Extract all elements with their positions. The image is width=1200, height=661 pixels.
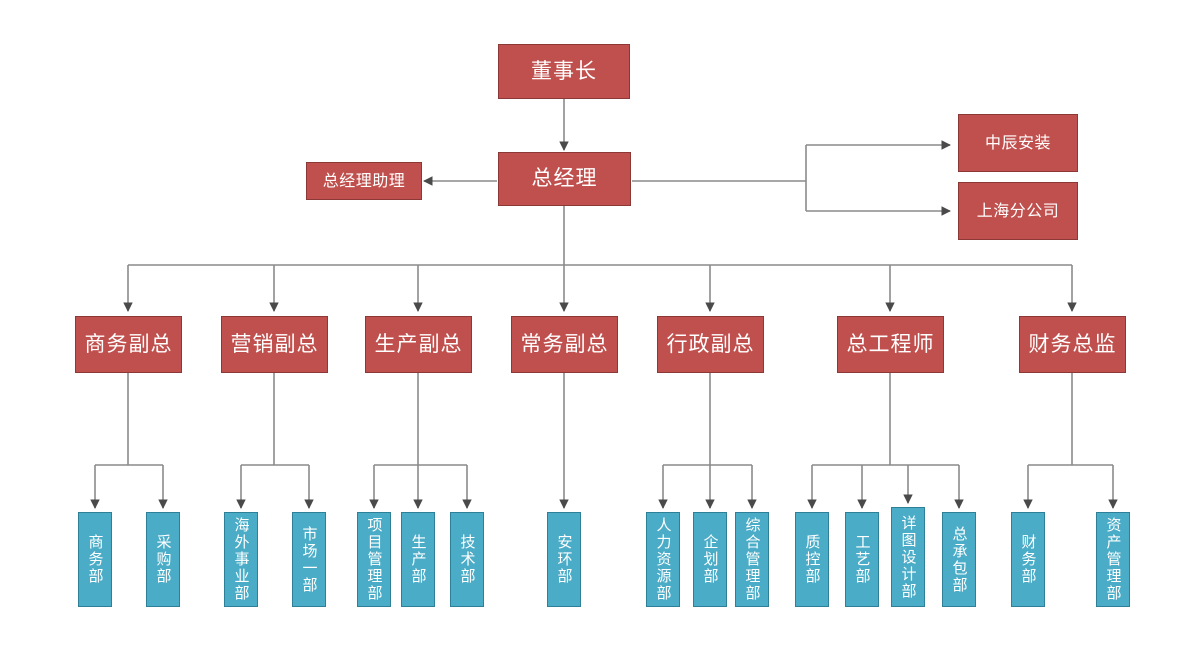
node-label: 质控部 [803, 534, 822, 585]
node-label: 常务副总 [520, 331, 609, 356]
node-label: 安环部 [555, 534, 574, 585]
node-dept-4[interactable]: 项目管理部 [357, 512, 391, 607]
node-label: 营销副总 [230, 331, 319, 356]
node-vp-4[interactable]: 行政副总 [657, 316, 764, 373]
node-label: 总经理助理 [322, 171, 406, 191]
node-dept-10[interactable]: 综合管理部 [735, 512, 769, 607]
node-dept-7[interactable]: 安环部 [547, 512, 581, 607]
node-dept-5[interactable]: 生产部 [401, 512, 435, 607]
node-label: 董事长 [531, 58, 597, 83]
node-label: 行政副总 [666, 331, 755, 356]
node-label: 财务部 [1019, 534, 1038, 585]
node-label: 生产部 [409, 534, 428, 585]
node-label: 技术部 [458, 534, 477, 585]
node-dept-12[interactable]: 工艺部 [845, 512, 879, 607]
node-dept-9[interactable]: 企划部 [693, 512, 727, 607]
node-label: 工艺部 [853, 534, 872, 585]
node-dept-11[interactable]: 质控部 [795, 512, 829, 607]
node-dept-3[interactable]: 市场一部 [292, 512, 326, 607]
node-vp-0[interactable]: 商务副总 [75, 316, 182, 373]
node-label: 生产副总 [374, 331, 463, 356]
node-label: 商务副总 [84, 331, 173, 356]
node-label: 综合管理部 [743, 517, 762, 602]
node-label: 财务总监 [1028, 331, 1117, 356]
node-vp-1[interactable]: 营销副总 [221, 316, 328, 373]
node-vp-2[interactable]: 生产副总 [365, 316, 472, 373]
node-label: 项目管理部 [365, 517, 384, 602]
node-general-manager[interactable]: 总经理 [498, 152, 631, 206]
node-label: 总承包部 [950, 525, 969, 594]
node-label: 资产管理部 [1104, 517, 1123, 602]
node-gm-assistant[interactable]: 总经理助理 [306, 162, 422, 200]
node-label: 总工程师 [846, 331, 935, 356]
node-dept-1[interactable]: 采购部 [146, 512, 180, 607]
node-dept-8[interactable]: 人力资源部 [646, 512, 680, 607]
node-dept-15[interactable]: 财务部 [1011, 512, 1045, 607]
node-dept-16[interactable]: 资产管理部 [1096, 512, 1130, 607]
node-dept-13[interactable]: 详图设计部 [891, 507, 925, 607]
node-chairman[interactable]: 董事长 [498, 44, 630, 99]
node-label: 企划部 [701, 534, 720, 585]
node-dept-14[interactable]: 总承包部 [942, 512, 976, 607]
node-label: 商务部 [86, 534, 105, 585]
node-vp-3[interactable]: 常务副总 [511, 316, 618, 373]
node-label: 中辰安装 [984, 133, 1051, 153]
node-label: 详图设计部 [899, 514, 918, 600]
node-vp-6[interactable]: 财务总监 [1019, 316, 1126, 373]
node-label: 海外事业部 [232, 517, 251, 602]
node-label: 采购部 [154, 534, 173, 585]
node-dept-0[interactable]: 商务部 [78, 512, 112, 607]
node-label: 市场一部 [300, 525, 319, 594]
node-label: 总经理 [531, 166, 598, 191]
node-dept-6[interactable]: 技术部 [450, 512, 484, 607]
node-label: 人力资源部 [654, 517, 673, 602]
node-subsidiary-1[interactable]: 上海分公司 [958, 182, 1078, 240]
node-vp-5[interactable]: 总工程师 [837, 316, 944, 373]
node-subsidiary-0[interactable]: 中辰安装 [958, 114, 1078, 172]
node-dept-2[interactable]: 海外事业部 [224, 512, 258, 607]
node-label: 上海分公司 [976, 201, 1060, 221]
